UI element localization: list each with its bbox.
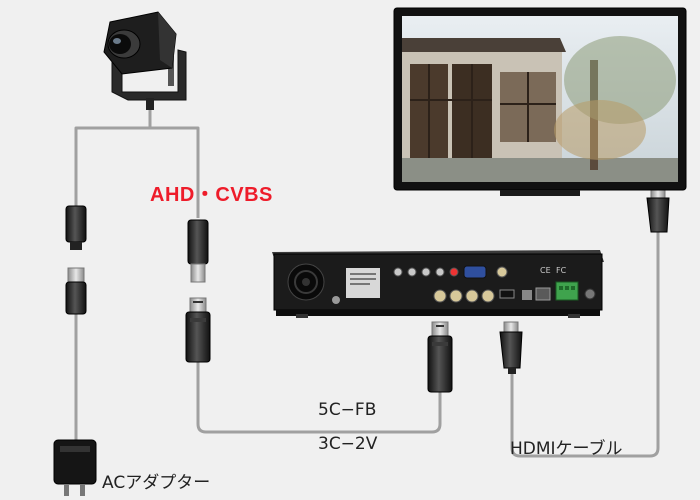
- monitor-icon: [394, 8, 686, 196]
- dc-plug-icon: [66, 206, 86, 314]
- dvr-recorder-icon: CE FC: [272, 250, 604, 318]
- ac-adapter-label: ACアダプター: [102, 468, 210, 493]
- coax-cable-label-primary: 5C−FB: [318, 400, 376, 420]
- ce-mark: CE: [540, 266, 551, 275]
- hdmi-cable-label: HDMIケーブル: [510, 434, 623, 459]
- camera-icon: [104, 12, 186, 110]
- coax-cable: [198, 362, 440, 432]
- bnc-connector-icon: [186, 220, 210, 362]
- fcc-mark: FC: [556, 266, 567, 275]
- bnc-connector-icon: [428, 322, 452, 392]
- coax-cable-label-secondary: 3C−2V: [318, 434, 377, 454]
- signal-type-label: AHD・CVBS: [150, 178, 273, 207]
- ac-adapter-icon: [54, 440, 96, 496]
